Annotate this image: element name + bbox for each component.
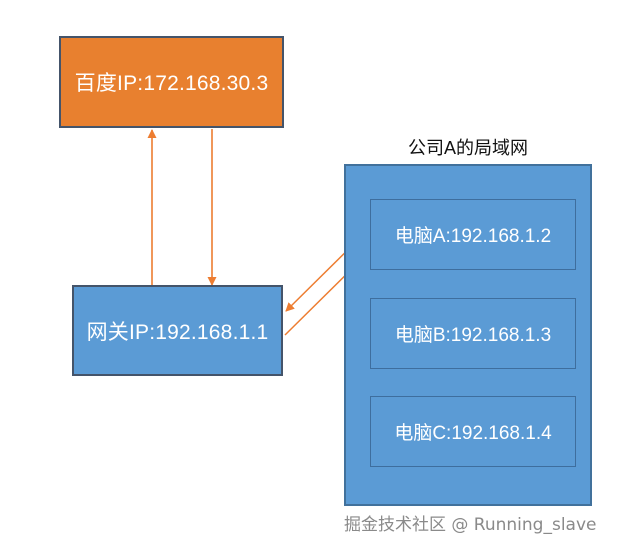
node-baidu-server[interactable]: 百度IP:172.168.30.3: [59, 36, 284, 128]
lan-title: 公司A的局域网: [407, 138, 528, 158]
node-gateway[interactable]: 网关IP:192.168.1.1: [72, 285, 283, 376]
node-pc-b[interactable]: 电脑B:192.168.1.3: [370, 298, 576, 369]
watermark-text: 掘金技术社区 @ Running_slave: [344, 515, 597, 535]
node-pc-a[interactable]: 电脑A:192.168.1.2: [370, 199, 576, 270]
node-pc-c[interactable]: 电脑C:192.168.1.4: [370, 396, 576, 467]
